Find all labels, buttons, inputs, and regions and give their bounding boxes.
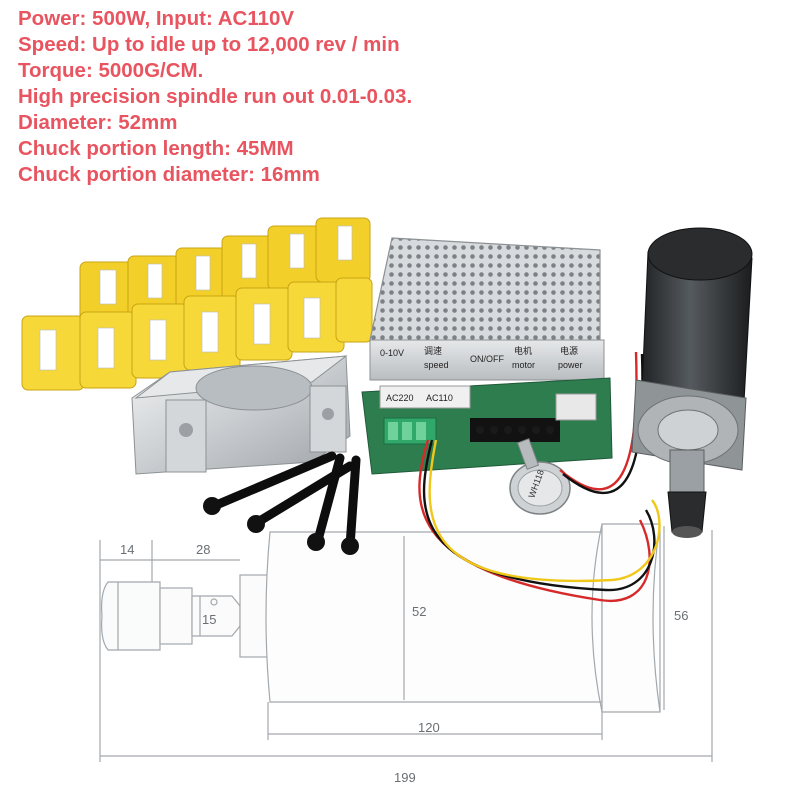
psu-label-onoff: ON/OFF [470,354,504,364]
spec-list: Power: 500W, Input: AC110V Speed: Up to … [18,6,412,188]
spec-diameter: Diameter: 52mm [18,111,178,134]
psu-label-motor-cn: 电机 [514,345,532,356]
dim-flange-diameter: 56 [674,608,688,623]
psu-sticker-ac110: AC110 [426,393,453,403]
psu-label-speed-cn: 调速 [424,346,442,356]
psu-label-power-cn: 电源 [560,345,578,356]
collet-box-set [21,217,373,391]
psu-label-speed: speed [424,360,449,370]
dim-total-length: 199 [394,770,416,785]
psu-label-range: 0-10V [380,348,404,358]
dim-collet-length: 28 [196,542,210,557]
spec-speed: Speed: Up to idle up to 12,000 rev / min [18,33,400,56]
dim-body-diameter: 52 [412,604,426,619]
spec-power: Power: 500W, Input: AC110V [18,7,295,30]
psu-sticker-ac220: AC220 [386,393,414,403]
dim-collet-diameter: 15 [202,612,216,627]
dimension-drawing [99,523,713,762]
spindle-motor [631,227,753,538]
power-supply-labels: 0-10V 调速 speed ON/OFF 电机 motor 电源 power … [380,345,583,403]
dim-body-length: 120 [418,720,440,735]
screws [203,451,361,555]
dimension-labels: 14 28 15 52 56 120 199 [120,542,688,785]
potentiometer: WH118 [509,438,571,515]
spec-chuck-length: Chuck portion length: 45MM [18,137,294,160]
psu-label-motor: motor [512,360,535,370]
spindle-mount [131,355,351,475]
spec-runout: High precision spindle run out 0.01-0.03… [18,85,413,108]
spec-chuck-diameter: Chuck portion diameter: 16mm [18,163,320,186]
psu-label-power: power [558,360,583,370]
spec-torque: Torque: 5000G/CM. [18,59,204,82]
dim-chuck-length: 14 [120,542,134,557]
